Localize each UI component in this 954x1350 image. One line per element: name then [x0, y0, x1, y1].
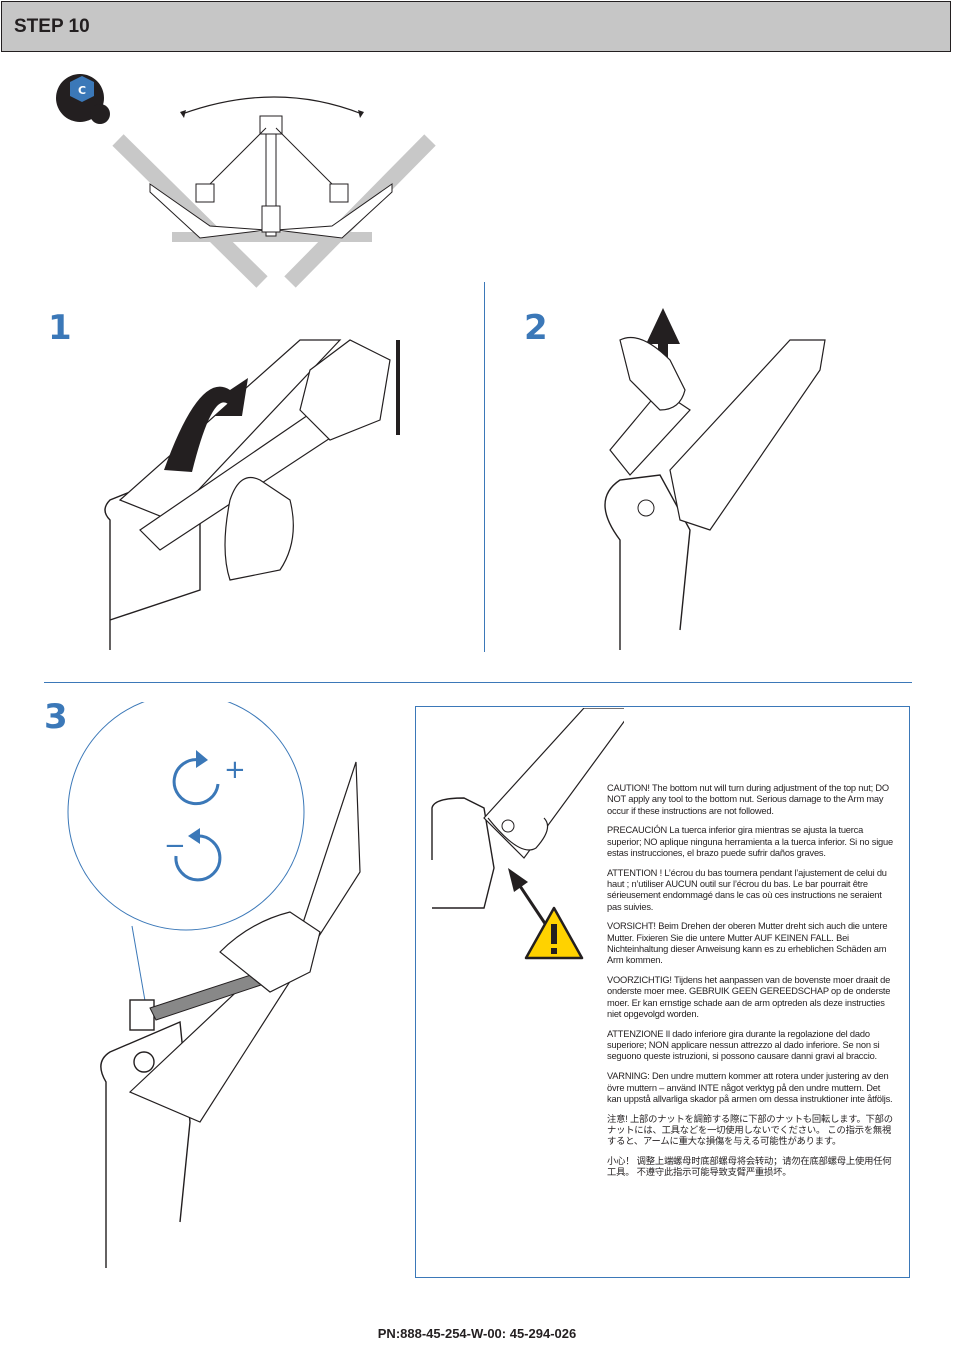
panel-1-illustration [104, 339, 400, 650]
caution-zh: 小心！ 调整上端螺母时底部螺母将会转动；请勿在底部螺母上使用任何工具。 不遵守此… [607, 1156, 892, 1178]
socket-icon [129, 999, 155, 1031]
hand-icon [219, 911, 321, 993]
panel-3-illustration: + − [67, 702, 361, 1268]
caution-it: ATTENZIONE Il dado inferiore gira durant… [607, 1028, 880, 1062]
tool-badge-letter: C [78, 84, 86, 97]
panel-number-2: 2 [524, 308, 548, 348]
part-number: PN:888-45-254-W-00: 45-294-026 [377, 1326, 577, 1341]
horizontal-divider [44, 682, 912, 683]
pointer-arrow [514, 879, 550, 929]
caution-fr: ATTENTION ! L’écrou du bas tournera pend… [607, 867, 887, 912]
loosen-icon: − [164, 828, 222, 882]
caution-nl: VOORZICHTIG! Tijdens het aanpassen van d… [607, 975, 891, 1020]
lift-arrow-icon [646, 308, 680, 344]
rotation-legend-circle [67, 702, 305, 931]
caution-en: CAUTION! The bottom nut will turn during… [607, 783, 889, 816]
panel-number-1: 1 [48, 308, 72, 348]
push-arrow-icon [164, 378, 248, 472]
hand-icon [224, 476, 294, 581]
tighten-icon: + [172, 750, 246, 806]
tool-badge: C [56, 74, 110, 124]
vertical-divider [484, 282, 485, 652]
hand-icon [619, 336, 686, 411]
tighten-symbol: + [224, 755, 246, 785]
caution-ja: 注意! 上部のナットを調節する際に下部のナットも回転します。下部のナットには、工… [607, 1113, 893, 1147]
warning-icon [524, 906, 584, 960]
caution-illustration [431, 708, 624, 929]
caution-box [415, 706, 910, 1278]
step-header: STEP 10 [1, 1, 951, 52]
step-title: STEP 10 [14, 16, 90, 37]
caution-text: CAUTION! The bottom nut will turn during… [607, 783, 895, 1187]
loosen-symbol: − [164, 831, 186, 861]
panel-number-3: 3 [44, 697, 68, 737]
caution-sv: VARNING: Den undre muttern kommer att ro… [607, 1071, 893, 1104]
caution-de: VORSICHT! Beim Drehen der oberen Mutter … [607, 921, 888, 966]
panel-2-illustration [604, 308, 826, 650]
caution-es: PRECAUCIÓN La tuerca inferior gira mient… [607, 825, 893, 858]
overview-illustration: C [56, 74, 436, 288]
